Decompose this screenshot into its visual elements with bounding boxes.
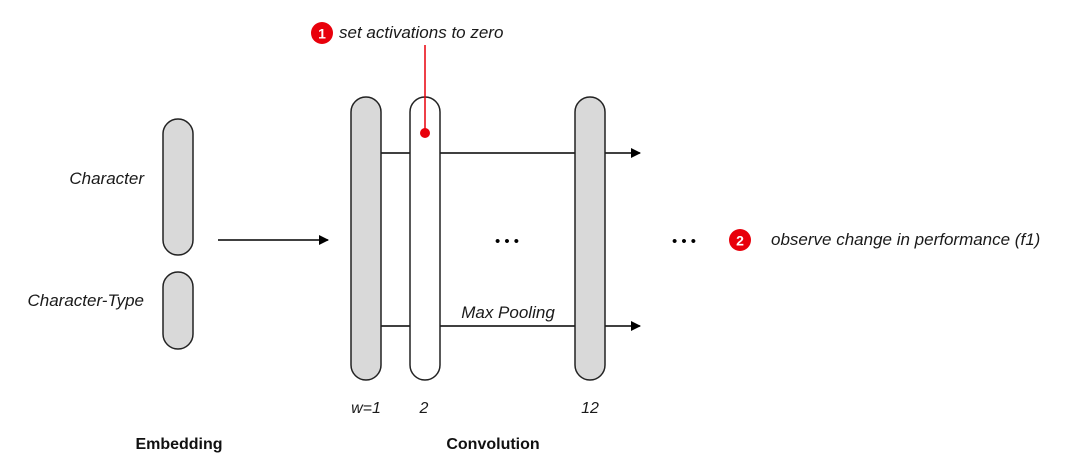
embedding-stage-label: Embedding [135,436,222,453]
step-1-text: set activations to zero [339,23,503,42]
conv-filter-w12 [574,96,606,381]
step-2-number: 2 [736,233,744,249]
character-type-input-label: Character-Type [27,291,144,310]
filter-width-label-first: w=1 [351,400,381,417]
max-pooling-label: Max Pooling [461,303,555,322]
step-2-badge [729,229,751,251]
outputs-ellipsis: • • • [672,233,696,250]
step-2-text: observe change in performance (f1) [771,230,1040,249]
filter-width-label-last: 12 [581,400,599,417]
character-input-label: Character [69,169,145,188]
step-1-number: 1 [318,26,326,42]
ablation-target-dot [420,128,430,138]
step-1-badge [311,22,333,44]
character-type-embedding-block [162,271,194,350]
character-embedding-block [162,118,194,256]
filter-width-label-second: 2 [419,400,429,417]
convolution-stage-label: Convolution [446,436,539,453]
filters-ellipsis: • • • [495,233,519,250]
conv-filter-w1 [350,96,382,381]
conv-filter-w2-ablated [409,96,441,381]
